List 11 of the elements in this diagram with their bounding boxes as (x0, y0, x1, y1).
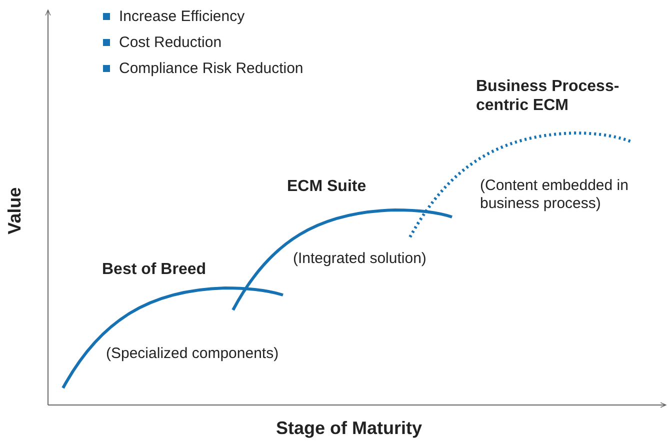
bullet-text: Increase Efficiency (119, 8, 245, 26)
stage-note: (Specialized components) (106, 345, 279, 363)
stage-title: Best of Breed (102, 260, 206, 280)
stage-note: (Content embedded in business process) (480, 177, 630, 213)
axis-title: Value (4, 187, 26, 234)
stage-title: ECM Suite (287, 177, 366, 196)
axis-title: Stage of Maturity (276, 418, 422, 440)
stage-title: Business Process-centric ECM (476, 77, 620, 116)
stage-note: (Integrated solution) (293, 250, 426, 268)
bullet-text: Compliance Risk Reduction (119, 60, 304, 78)
bullet-text: Cost Reduction (119, 34, 222, 52)
